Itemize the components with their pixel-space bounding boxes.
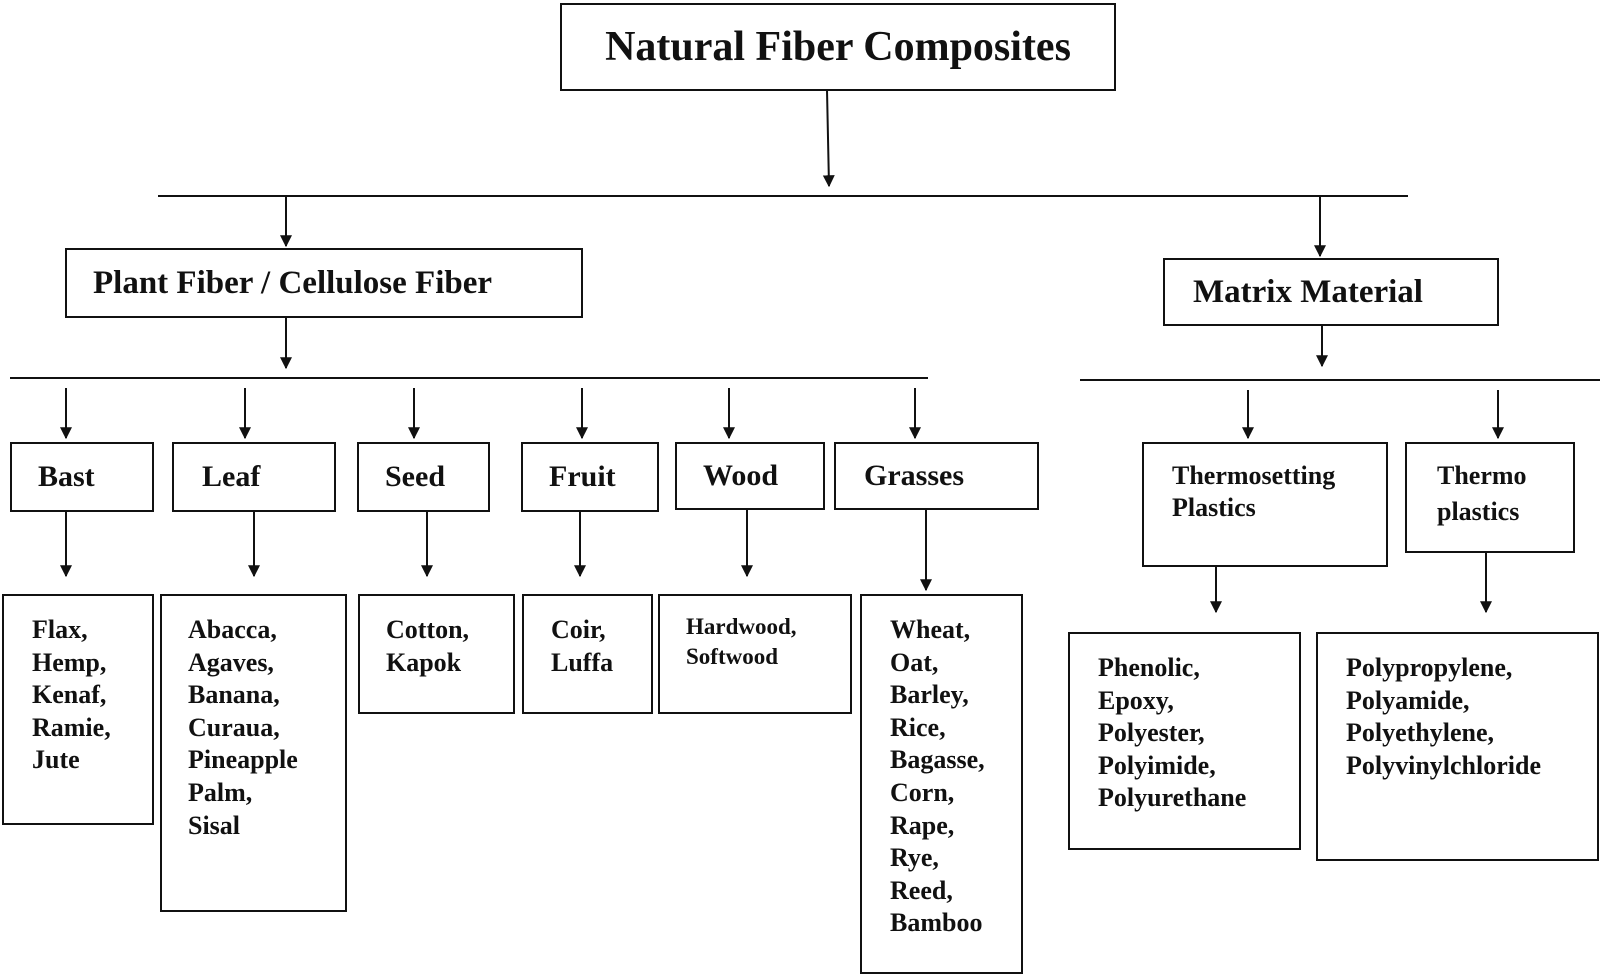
list-item: Epoxy, bbox=[1098, 685, 1174, 715]
category-thermoplastics-line-1: Thermo bbox=[1437, 461, 1527, 490]
category-thermosetting-line-1: Thermosetting bbox=[1172, 461, 1336, 490]
category-leaf-label: Leaf bbox=[202, 460, 261, 493]
category-grasses-label: Grasses bbox=[864, 459, 964, 492]
items-grasses: Wheat, Oat, Barley, Rice, Bagasse, Corn,… bbox=[860, 594, 1023, 974]
category-thermoplastics: Thermo plastics bbox=[1405, 442, 1575, 553]
list-item: Kapok bbox=[386, 647, 462, 677]
list-item: Wheat, bbox=[890, 615, 971, 644]
list-item: Polyimide, bbox=[1098, 750, 1216, 780]
category-wood-label: Wood bbox=[703, 459, 779, 492]
list-item: Agaves, bbox=[188, 647, 274, 677]
list-item: Luffa bbox=[551, 647, 614, 677]
category-seed-label: Seed bbox=[385, 460, 445, 493]
list-item: Softwood bbox=[686, 644, 779, 669]
items-thermoplastics: Polypropylene, Polyamide, Polyethylene, … bbox=[1316, 632, 1599, 861]
list-item: Cotton, bbox=[386, 615, 470, 644]
list-item: Flax, bbox=[32, 615, 88, 644]
category-thermosetting-line-2: Plastics bbox=[1172, 493, 1256, 522]
list-item: Sisal bbox=[188, 810, 241, 840]
list-item: Phenolic, bbox=[1098, 653, 1200, 682]
list-item: Hemp, bbox=[32, 647, 107, 677]
list-item: Rice, bbox=[890, 712, 946, 742]
items-bast: Flax, Hemp, Kenaf, Ramie, Jute bbox=[2, 594, 154, 825]
list-item: Polyamide, bbox=[1346, 685, 1470, 715]
list-item: Barley, bbox=[890, 680, 969, 710]
category-bast: Bast bbox=[10, 442, 154, 512]
list-item: Abacca, bbox=[188, 615, 277, 644]
items-thermosetting: Phenolic, Epoxy, Polyester, Polyimide, P… bbox=[1068, 632, 1301, 850]
list-item: Polyethylene, bbox=[1346, 718, 1495, 748]
category-seed: Seed bbox=[357, 442, 490, 512]
category-thermosetting-plastics: Thermosetting Plastics bbox=[1142, 442, 1388, 567]
category-fruit-label: Fruit bbox=[549, 460, 616, 493]
items-seed: Cotton, Kapok bbox=[358, 594, 515, 714]
category-fruit: Fruit bbox=[521, 442, 659, 512]
list-item: Polyvinylchloride bbox=[1346, 750, 1541, 780]
list-item: Polyurethane bbox=[1098, 783, 1247, 813]
category-leaf: Leaf bbox=[172, 442, 336, 512]
list-item: Palm, bbox=[188, 777, 253, 807]
items-fruit: Coir, Luffa bbox=[522, 594, 653, 714]
list-item: Kenaf, bbox=[32, 680, 107, 710]
root-label: Natural Fiber Composites bbox=[605, 24, 1071, 70]
root-node: Natural Fiber Composites bbox=[560, 3, 1116, 91]
list-item: Reed, bbox=[890, 875, 953, 905]
list-item: Curaua, bbox=[188, 712, 280, 742]
list-item: Hardwood, bbox=[686, 614, 797, 639]
plant-fiber-node: Plant Fiber / Cellulose Fiber bbox=[65, 248, 583, 318]
list-item: Jute bbox=[32, 745, 80, 775]
list-item: Oat, bbox=[890, 647, 939, 677]
list-item: Coir, bbox=[551, 615, 606, 644]
list-item: Bamboo bbox=[890, 908, 983, 938]
list-item: Polypropylene, bbox=[1346, 653, 1513, 682]
plant-fiber-label: Plant Fiber / Cellulose Fiber bbox=[93, 264, 493, 301]
list-item: Rye, bbox=[890, 843, 939, 873]
category-wood: Wood bbox=[675, 442, 825, 510]
list-item: Polyester, bbox=[1098, 718, 1205, 748]
matrix-material-label: Matrix Material bbox=[1193, 273, 1423, 310]
list-item: Bagasse, bbox=[890, 745, 985, 775]
list-item: Pineapple bbox=[188, 745, 298, 775]
category-bast-label: Bast bbox=[38, 460, 95, 493]
matrix-material-node: Matrix Material bbox=[1163, 258, 1499, 326]
list-item: Rape, bbox=[890, 810, 955, 840]
items-wood: Hardwood, Softwood bbox=[658, 594, 852, 714]
category-thermoplastics-line-2: plastics bbox=[1437, 497, 1520, 526]
list-item: Banana, bbox=[188, 680, 280, 710]
items-leaf: Abacca, Agaves, Banana, Curaua, Pineappl… bbox=[160, 594, 347, 912]
arrow-root-to-bus bbox=[822, 89, 835, 188]
list-item: Ramie, bbox=[32, 712, 111, 742]
category-grasses: Grasses bbox=[834, 442, 1039, 510]
list-item: Corn, bbox=[890, 777, 955, 807]
